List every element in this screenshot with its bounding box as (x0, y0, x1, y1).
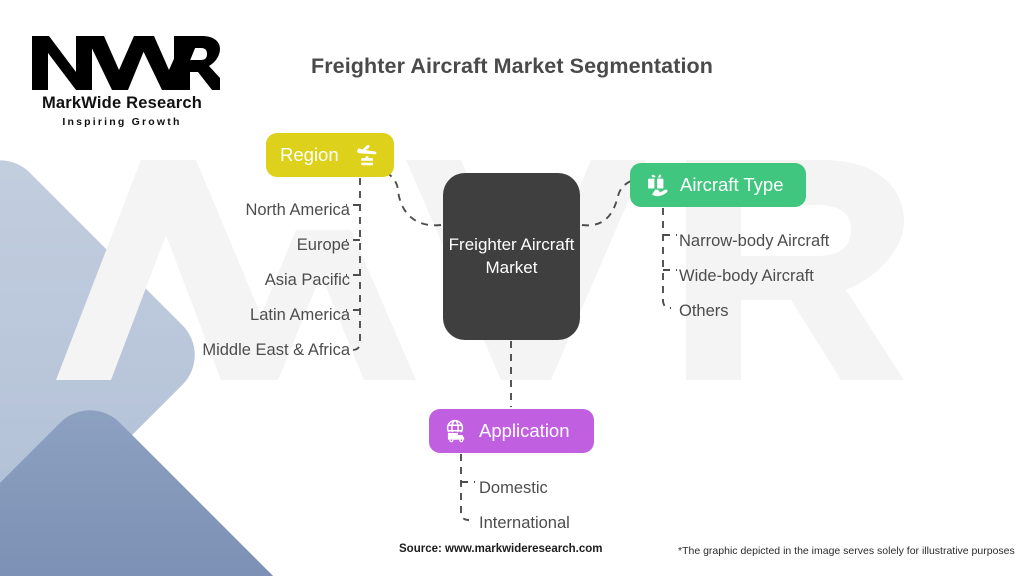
leaf-item[interactable]: Domestic (479, 479, 548, 497)
leaf-item[interactable]: Asia Pacific (264, 271, 350, 289)
leaf-item[interactable]: Middle East & Africa (202, 341, 350, 359)
logo-wordmark: MarkWide Research (41, 94, 203, 112)
leaf-item[interactable]: Others (679, 302, 729, 320)
leaf-item[interactable]: Narrow-body Aircraft (679, 232, 830, 250)
cargo-plane-icon (354, 142, 380, 168)
page-title: Freighter Aircraft Market Segmentation (310, 54, 714, 78)
branch-label-aircraft-type: Aircraft Type (680, 174, 784, 195)
source-credit[interactable]: Source: www.markwideresearch.com (399, 543, 603, 555)
connector-aircraft-spine (662, 208, 672, 309)
leaf-item[interactable]: International (479, 514, 570, 532)
globe-truck-icon (443, 418, 469, 444)
connector-region-spine (351, 178, 361, 351)
leaf-item[interactable]: Wide-body Aircraft (679, 267, 814, 285)
center-node-label: Freighter Aircraft Market (448, 234, 575, 277)
branch-badge-application[interactable]: Application (429, 409, 594, 453)
leaf-item[interactable]: Latin America (250, 306, 350, 324)
branch-label-region: Region (280, 144, 339, 165)
branch-items-aircraft-type: Narrow-body Aircraft Wide-body Aircraft … (679, 224, 829, 329)
mwr-logo-mark (32, 36, 220, 90)
branch-badge-region[interactable]: Region (266, 133, 394, 177)
brand-logo: MarkWide Research Inspiring Growth (24, 28, 220, 128)
disclaimer-note: *The graphic depicted in the image serve… (678, 545, 1015, 557)
decorative-diamond-dark (0, 392, 303, 576)
leaf-item[interactable]: Europe (296, 236, 350, 254)
branch-label-application: Application (479, 420, 570, 441)
branch-items-application: Domestic International (479, 471, 570, 541)
branch-badge-aircraft-type[interactable]: Aircraft Type (630, 163, 806, 207)
package-hand-icon (644, 172, 670, 198)
logo-tagline: Inspiring Growth (62, 116, 182, 128)
branch-items-region: North America Europe Asia Pacific Latin … (20, 193, 350, 368)
connector-application-spine (460, 454, 470, 521)
center-node[interactable]: Freighter Aircraft Market (443, 173, 580, 340)
leaf-item[interactable]: North America (245, 201, 350, 219)
